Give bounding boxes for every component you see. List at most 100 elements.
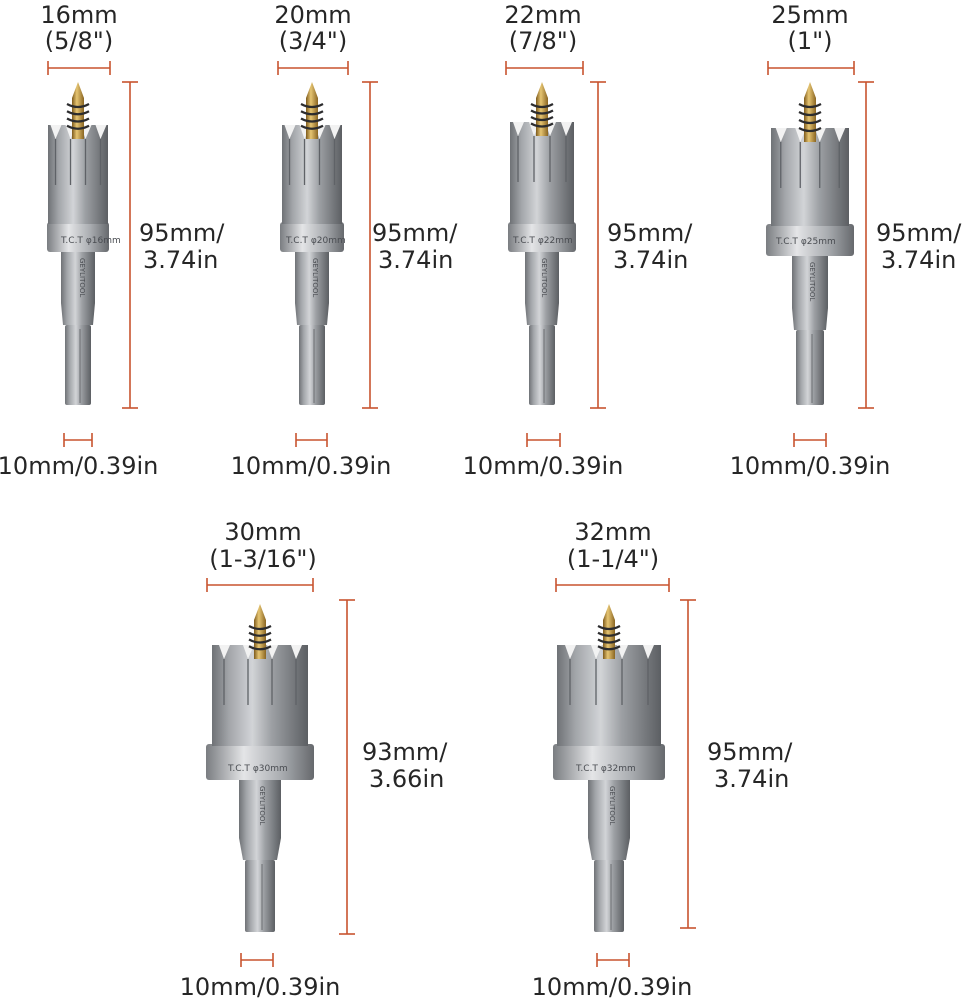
cutter-6-tooth-gap xyxy=(643,645,654,659)
cutter-1-shank-label: 10mm/0.39in xyxy=(0,452,159,480)
cutter-1-collar xyxy=(47,222,109,252)
cutter-3-tooth-gap xyxy=(561,122,572,136)
cutter-4-body xyxy=(792,256,828,330)
cutter-2-spring xyxy=(300,103,324,109)
cutter-5-body xyxy=(239,780,281,860)
cutter-6-tooth-gap xyxy=(591,645,602,659)
cutter-1-spring xyxy=(66,117,90,123)
cutter-2-spring xyxy=(300,117,324,123)
cutter-6-shank-label: 10mm/0.39in xyxy=(531,973,693,1001)
cutter-4-length-mm: 95mm/ xyxy=(876,219,962,247)
cutter-1-crown xyxy=(48,125,108,224)
cutter-1-shank xyxy=(65,325,91,405)
cutter-5-shank xyxy=(245,860,275,932)
cutter-1-spring xyxy=(66,110,90,116)
cutter-3-spring xyxy=(530,122,554,128)
cutter-4-tooth-gap xyxy=(834,128,846,142)
cutter-3-diameter-mm: 22mm xyxy=(504,1,582,29)
cutter-6-spring xyxy=(597,631,621,637)
cutter-4-diameter-mm: 25mm xyxy=(771,1,849,29)
cutter-3-dimensions xyxy=(505,61,606,447)
cutter-4-spring xyxy=(798,127,822,133)
cutter-2-dimensions xyxy=(277,61,378,447)
cutter-5-diameter-in: (1-3/16") xyxy=(209,545,317,573)
cutter-2-tooth-gap xyxy=(329,125,341,139)
cutter-2-body xyxy=(295,252,329,325)
cutter-6-diameter-in: (1-1/4") xyxy=(566,545,660,573)
cutter-5-diameter-mm: 30mm xyxy=(224,518,302,546)
cutter-2-diameter-mm: 20mm xyxy=(274,1,352,29)
cutter-2-tooth-gap xyxy=(284,125,296,139)
cutter-2-pilot-bit xyxy=(306,82,318,139)
cutter-5-tooth-gap xyxy=(291,645,302,659)
cutter-5-length-mm: 93mm/ xyxy=(362,738,448,766)
cutter-1-tooth-gap xyxy=(50,125,62,139)
cutter-2-collar xyxy=(280,222,344,252)
cutter-1-diameter-in: (5/8") xyxy=(44,27,114,55)
cutter-4-spring xyxy=(798,111,822,117)
cutter-1-spring xyxy=(66,103,90,109)
cutter-3-length-mm: 95mm/ xyxy=(607,219,693,247)
cutter-4-tooth-gap xyxy=(814,128,826,142)
cutter-4-length-in: 3.74in xyxy=(881,246,957,274)
cutter-5-length-in: 3.66in xyxy=(369,765,445,793)
cutter-3-shank xyxy=(529,325,555,405)
cutter-3-spring xyxy=(530,109,554,115)
cutter-5-pilot-bit xyxy=(254,604,266,659)
cutter-3-collar xyxy=(508,222,576,252)
cutter-3-tooth-gap xyxy=(513,122,524,136)
cutter-3-spring xyxy=(530,116,554,122)
cutter-4-spring xyxy=(798,103,822,109)
cutter-6 xyxy=(553,604,665,932)
cutter-4-tooth-gap xyxy=(795,128,807,142)
cutter-6-collar xyxy=(553,744,665,780)
cutter-2-shank xyxy=(299,325,325,405)
cutter-6-body xyxy=(588,780,630,860)
cutter-3-pilot-bit xyxy=(536,82,548,136)
cutter-6-tooth-gap xyxy=(565,645,576,659)
cutter-6-dimensions xyxy=(555,578,696,967)
cutter-6-diameter-mm: 32mm xyxy=(574,518,652,546)
cutter-3 xyxy=(508,82,576,405)
cutter-1-spring xyxy=(66,124,90,130)
cutter-6-spring xyxy=(597,625,621,631)
cutter-2-spring xyxy=(300,110,324,116)
cutter-3-body xyxy=(525,252,559,325)
cutter-6-length-in: 3.74in xyxy=(714,765,790,793)
cutter-1-tooth-gap xyxy=(95,125,107,139)
cutter-3-length-in: 3.74in xyxy=(613,246,689,274)
cutter-4-tooth-gap xyxy=(775,128,787,142)
cutter-5-tooth-gap xyxy=(219,645,230,659)
cutter-1-pilot-bit xyxy=(72,82,84,139)
cutter-2-length-mm: 95mm/ xyxy=(372,219,458,247)
cutter-5-dimensions xyxy=(206,578,355,967)
cutter-3-crown xyxy=(510,122,574,224)
cutter-1 xyxy=(47,82,109,405)
cutter-5-shank-label: 10mm/0.39in xyxy=(179,973,341,1001)
cutter-6-length-mm: 95mm/ xyxy=(707,738,793,766)
cutter-2-spring xyxy=(300,124,324,130)
cutter-3-shank-label: 10mm/0.39in xyxy=(462,452,624,480)
cutter-2 xyxy=(280,82,344,405)
cutter-2-length-in: 3.74in xyxy=(378,246,454,274)
cutter-5-spring xyxy=(248,645,272,651)
cutter-5-spring xyxy=(248,638,272,644)
cutter-4-spring xyxy=(798,119,822,125)
cutter-3-diameter-in: (7/8") xyxy=(508,27,578,55)
cutter-1-length-in: 3.74in xyxy=(143,246,219,274)
cutter-6-shank xyxy=(594,860,624,932)
cutter-4-dimensions xyxy=(767,61,874,447)
cutter-2-shank-label: 10mm/0.39in xyxy=(230,452,392,480)
cutter-6-spring xyxy=(597,638,621,644)
cutter-1-length-mm: 95mm/ xyxy=(139,219,225,247)
cutter-4-pilot-bit xyxy=(804,82,816,142)
cutter-4-shank xyxy=(796,330,824,405)
cutter-4 xyxy=(766,82,854,405)
cutter-1-body xyxy=(61,252,95,325)
cutter-5-tooth-gap xyxy=(267,645,278,659)
cutter-5-collar xyxy=(206,744,314,780)
cutter-6-tooth-gap xyxy=(617,645,628,659)
cutter-2-crown xyxy=(282,125,342,224)
